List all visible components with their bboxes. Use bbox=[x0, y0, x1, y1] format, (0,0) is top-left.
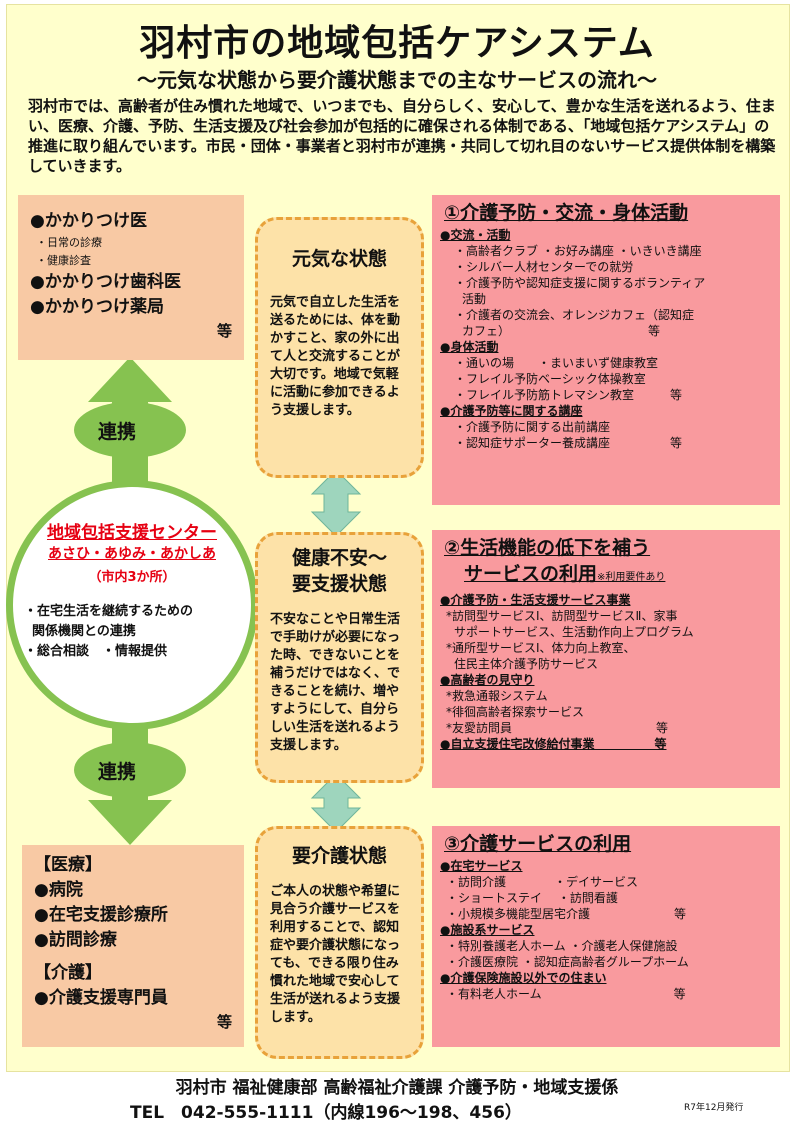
panel2-item: *友愛訪問員 等 bbox=[446, 721, 669, 735]
panel3-item: ・特別養護老人ホーム ・介護老人保健施設 bbox=[446, 939, 678, 953]
panel-life-support: ②生活機能の低下を補う サービスの利用※利用要件あり ●介護予防・生活支援サービ… bbox=[432, 530, 780, 788]
panel-care-service: ③介護サービスの利用 ●在宅サービス ・訪問介護 ・デイサービス ・ショートステ… bbox=[432, 826, 780, 1047]
panel1-item: ・介護者の交流会、オレンジカフェ（認知症 bbox=[454, 308, 695, 322]
panel3-item: ・有料老人ホーム 等 bbox=[446, 987, 686, 1001]
renkei-bottom-label: 連携 bbox=[98, 761, 137, 783]
page-subtitle: ～元気な状態から要介護状態までの主なサービスの流れ～ bbox=[137, 68, 657, 92]
intro-text: 羽村市では、高齢者が住み慣れた地域で、いつまでも、自分らしく、安心して、豊かな生… bbox=[28, 97, 776, 175]
stage-care-body: ご本人の状態や希望に見合う介護サービスを利用することで、認知症や要介護状態になっ… bbox=[270, 884, 401, 1025]
footer-department: 羽村市 福祉健康部 高齢福祉介護課 介護予防・地域支援係 bbox=[175, 1078, 619, 1098]
etc-label: 等 bbox=[216, 322, 232, 340]
panel2-item: *訪問型サービスⅠ、訪問型サービスⅡ、家事 bbox=[446, 609, 678, 623]
panel-life-support-title-2-row: サービスの利用※利用要件あり bbox=[464, 562, 780, 590]
support-center-circle bbox=[6, 480, 258, 730]
primary-dentist: ●かかりつけ歯科医 bbox=[30, 272, 182, 292]
lecture-heading: ●介護予防等に関する講座 bbox=[440, 404, 583, 418]
stage-support: 健康不安～ 要支援状態 不安なことや日常生活で手助けが必要になった時、できないこ… bbox=[255, 532, 424, 783]
health-checkup: ・健康診査 bbox=[36, 254, 91, 267]
center-line-2: 関係機関との連携 bbox=[32, 624, 136, 639]
panel2-item: サポートサービス、生活動作向上プログラム bbox=[454, 625, 694, 639]
usage-requirement-note: ※利用要件あり bbox=[597, 572, 666, 583]
teal-double-arrow-1 bbox=[310, 469, 362, 537]
medical-heading: 【医療】 bbox=[34, 855, 102, 875]
panel2-item: *徘徊高齢者探索サービス bbox=[446, 705, 585, 719]
stage-healthy-heading: 元気な状態 bbox=[291, 248, 387, 270]
support-center-title: 地域包括支援センター bbox=[47, 523, 217, 543]
center-line-3: ・総合相談 ・情報提供 bbox=[24, 644, 168, 659]
stage-healthy: 元気な状態 元気で自立した生活を送るためには、体を動かすこと、家の外に出て人と交… bbox=[255, 217, 424, 478]
panel-life-support-title-1: ②生活機能の低下を補う bbox=[444, 537, 651, 559]
panel1-item: ・通いの場 ・まいまいず健康教室 bbox=[454, 356, 659, 370]
watch-heading: ●高齢者の見守り bbox=[440, 673, 535, 687]
panel-life-support-title-2: サービスの利用 bbox=[464, 563, 598, 585]
panel1-item: ・介護予防に関する出前講座 bbox=[454, 420, 611, 434]
home-service-heading: ●在宅サービス bbox=[440, 859, 523, 873]
renkei-bottom-ellipse bbox=[74, 742, 186, 798]
hospital-item: ●病院 bbox=[34, 880, 83, 900]
home-clinic-item: ●在宅支援診療所 bbox=[34, 905, 168, 925]
support-center-count: （市内3か所） bbox=[88, 570, 176, 585]
panel1-item: ・フレイル予防筋トレマシン教室 等 bbox=[454, 388, 683, 402]
panel2-item: *救急通報システム bbox=[446, 689, 548, 703]
other-housing-heading: ●介護保険施設以外での住まい bbox=[440, 971, 607, 985]
stage-support-body: 不安なことや日常生活で手助けが必要になった時、できないことを補うだけではなく、で… bbox=[270, 612, 401, 753]
stage-healthy-body: 元気で自立した生活を送るためには、体を動かすこと、家の外に出て人と交流することが… bbox=[270, 295, 401, 418]
panel-prevention-title: ①介護予防・交流・身体活動 bbox=[444, 202, 689, 224]
home-visit-item: ●訪問診療 bbox=[34, 930, 117, 950]
medical-care-box: 【医療】 ●病院 ●在宅支援診療所 ●訪問診療 【介護】 ●介護支援専門員 等 bbox=[22, 845, 244, 1047]
etc-label: 等 bbox=[216, 1013, 232, 1031]
panel-prevention: ①介護予防・交流・身体活動 ●交流・活動 ・高齢者クラブ ・お好み講座 ・いきい… bbox=[432, 195, 780, 505]
primary-pharmacy: ●かかりつけ薬局 bbox=[30, 297, 165, 317]
panel-care-service-title: ③介護サービスの利用 bbox=[444, 833, 632, 855]
panel2-item: 住民主体介護予防サービス bbox=[454, 657, 599, 671]
stage-care-heading: 要介護状態 bbox=[291, 845, 387, 867]
support-center-names: あさひ・あゆみ・あかしあ bbox=[48, 546, 216, 562]
panel3-item: ・小規模多機能型居宅介護 等 bbox=[446, 907, 687, 921]
renkei-top-label: 連携 bbox=[98, 421, 137, 443]
housing-renovation-heading: ●自立支援住宅改修給付事業 等 bbox=[440, 737, 667, 751]
facility-service-heading: ●施設系サービス bbox=[440, 923, 535, 937]
physical-heading: ●身体活動 bbox=[440, 340, 499, 354]
care-manager-item: ●介護支援専門員 bbox=[34, 988, 168, 1008]
page-title: 羽村市の地域包括ケアシステム bbox=[139, 23, 655, 64]
care-heading: 【介護】 bbox=[34, 963, 102, 983]
panel1-item: ・フレイル予防ベーシック体操教室 bbox=[454, 372, 646, 386]
stage-support-heading-2: 要支援状態 bbox=[291, 573, 387, 595]
stage-care: 要介護状態 ご本人の状態や希望に見合う介護サービスを利用することで、認知症や要介… bbox=[255, 826, 424, 1059]
center-line-1: ・在宅生活を継続するための bbox=[24, 604, 194, 619]
panel1-item: カフェ） 等 bbox=[462, 324, 661, 338]
panel1-item: ・認知症サポーター養成講座 等 bbox=[454, 436, 683, 450]
primary-doctor: ●かかりつけ医 bbox=[30, 211, 148, 231]
issue-date: R7年12月発行 bbox=[684, 1103, 744, 1113]
panel1-item: ・介護予防や認知症支援に関するボランティア bbox=[454, 276, 706, 290]
primary-care-box: ●かかりつけ医 ・日常の診療 ・健康診査 ●かかりつけ歯科医 ●かかりつけ薬局 … bbox=[18, 195, 244, 360]
panel1-item: 活動 bbox=[462, 292, 487, 306]
panel1-item: ・シルバー人材センターでの就労 bbox=[454, 260, 634, 274]
panel3-item: ・訪問介護 ・デイサービス bbox=[446, 875, 639, 889]
panel3-item: ・ショートステイ ・訪問看護 bbox=[446, 891, 618, 905]
panel2-item: *通所型サービスⅠ、体力向上教室、 bbox=[446, 641, 636, 655]
exchange-heading: ●交流・活動 bbox=[440, 228, 511, 242]
stage-support-heading-1: 健康不安～ bbox=[291, 547, 387, 569]
footer-phone: TEL 042-555-1111（内線196～198、456） bbox=[130, 1103, 522, 1123]
daily-care: ・日常の診療 bbox=[36, 236, 102, 249]
prevention-service-heading: ●介護予防・生活支援サービス事業 bbox=[440, 593, 631, 607]
renkei-top-ellipse bbox=[74, 402, 186, 458]
support-center-list: ・在宅生活を継続するための 関係機関との連携 ・総合相談 ・情報提供 bbox=[24, 602, 254, 662]
panel3-item: ・介護医療院 ・認知症高齢者グループホーム bbox=[446, 955, 689, 969]
panel1-item: ・高齢者クラブ ・お好み講座 ・いきいき講座 bbox=[454, 244, 702, 258]
